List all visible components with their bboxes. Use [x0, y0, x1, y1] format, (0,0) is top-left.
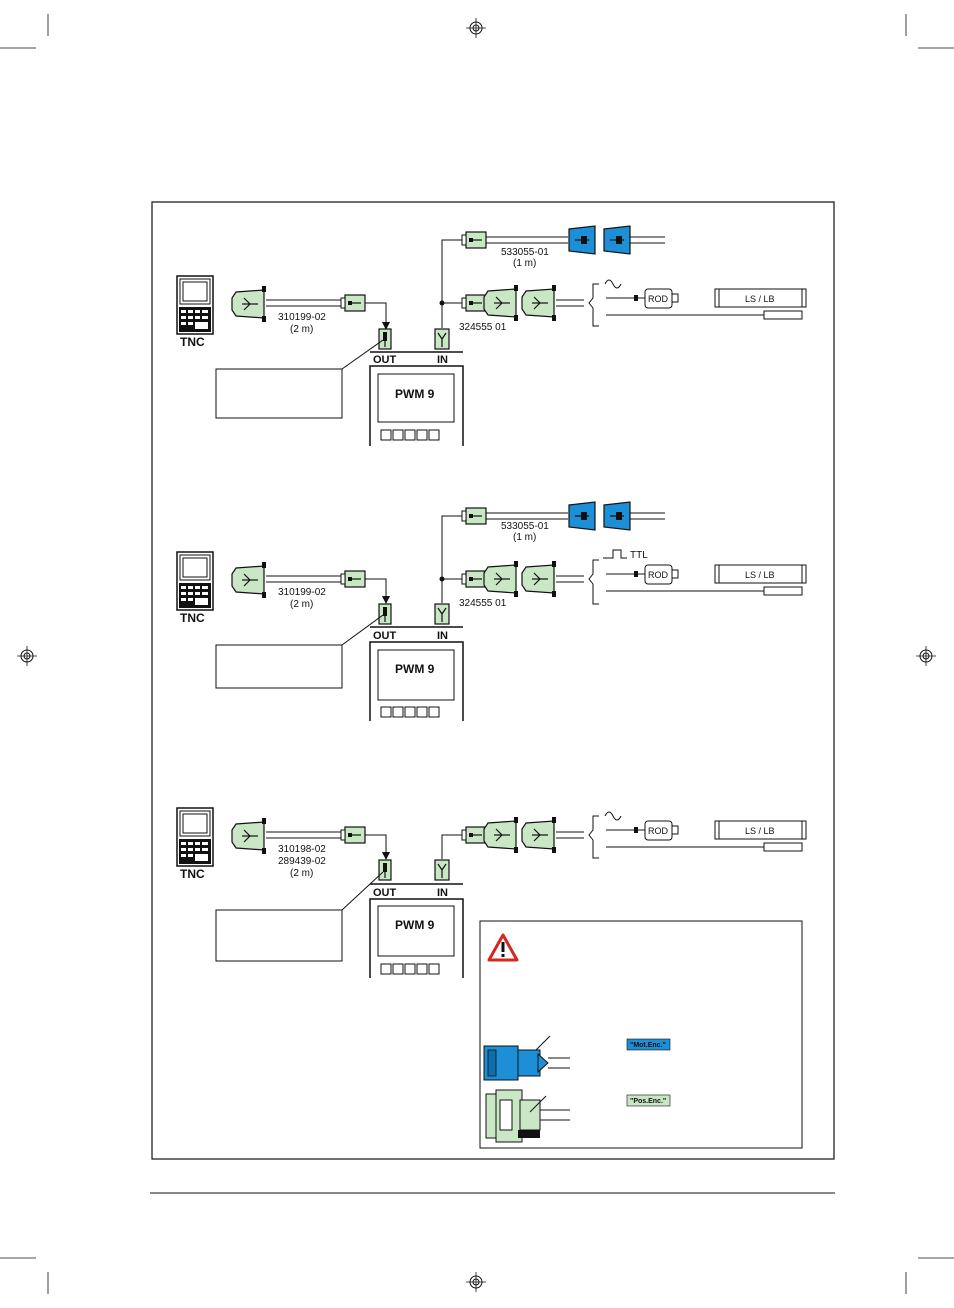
- top-cable-part: 533055-01: [501, 247, 549, 258]
- registration-mark-icon: [465, 17, 487, 39]
- section-3: TNC 310198-02 289439-02 (2 m) OUT IN PWM…: [176, 807, 807, 978]
- in-label: IN: [437, 630, 448, 642]
- registration-mark-icon: [16, 645, 38, 667]
- out-label: OUT: [373, 630, 397, 642]
- pwm-device-name: PWM 9: [395, 387, 435, 401]
- ttl-square-wave-icon: [603, 549, 627, 559]
- ls-lb-encoder-label: LS / LB: [745, 294, 775, 304]
- in-label: IN: [437, 354, 448, 366]
- in-port: [434, 328, 450, 350]
- rod-encoder-label: ROD: [648, 570, 669, 580]
- top-cable-connector: [461, 507, 487, 525]
- registration-mark-icon: [465, 1271, 487, 1293]
- tnc-label: TNC: [180, 335, 205, 349]
- tnc-control-icon: [176, 275, 214, 335]
- tnc-cable-length: (2 m): [290, 599, 313, 610]
- in-cable-dsub: [521, 816, 557, 854]
- out-port: [378, 328, 392, 350]
- in-cable-part: 324555 01: [459, 322, 507, 333]
- blue-connector: [568, 225, 596, 255]
- position-encoder-connector-illustration: [485, 1089, 570, 1143]
- rod-encoder-label: ROD: [648, 826, 669, 836]
- tnc-cable-end-connector: [340, 826, 366, 844]
- out-port: [378, 859, 392, 881]
- tnc-cable-part-alt: 289439-02: [278, 856, 326, 867]
- out-label: OUT: [373, 354, 397, 366]
- in-label: IN: [437, 887, 448, 899]
- tnc-cable-part: 310198-02: [278, 844, 326, 855]
- in-port: [434, 603, 450, 625]
- warning-triangle-icon: [487, 933, 519, 962]
- registration-mark-icon: [915, 645, 937, 667]
- in-cable-dsub: [521, 284, 557, 322]
- tnc-cable-end-connector: [340, 294, 366, 312]
- tnc-label: TNC: [180, 611, 205, 625]
- tnc-cable-connector: [231, 817, 267, 855]
- pwm-device-name: PWM 9: [395, 662, 435, 676]
- callout-box: [215, 644, 343, 689]
- section-1: TNC 310199-02 (2 m) OUT IN PWM 9 5: [176, 225, 807, 446]
- ls-lb-encoder-label: LS / LB: [745, 826, 775, 836]
- blue-connector: [603, 225, 631, 255]
- warning-box: "Mot.Enc." "Pos.Enc.": [479, 920, 803, 1149]
- tnc-cable-end-connector: [340, 570, 366, 588]
- blue-connector: [603, 501, 631, 531]
- signal-type-label: TTL: [630, 550, 648, 561]
- top-cable-length: (1 m): [513, 532, 536, 543]
- in-cable-connector: [461, 826, 487, 844]
- ls-lb-encoder-label: LS / LB: [745, 570, 775, 580]
- tnc-cable-length: (2 m): [290, 324, 313, 335]
- tnc-cable-connector: [231, 561, 267, 599]
- tnc-control-icon: [176, 551, 214, 611]
- top-cable-length: (1 m): [513, 258, 536, 269]
- out-port: [378, 603, 392, 625]
- callout-box: [215, 909, 343, 962]
- tnc-cable-part: 310199-02: [278, 587, 326, 598]
- diagram-frame: [151, 201, 835, 1160]
- tnc-cable-part: 310199-02: [278, 312, 326, 323]
- in-cable-part: 324555 01: [459, 598, 507, 609]
- in-cable-dsub: [483, 816, 519, 854]
- blue-connector: [568, 501, 596, 531]
- top-cable-connector: [461, 231, 487, 249]
- tnc-cable-length: (2 m): [290, 868, 313, 879]
- out-label: OUT: [373, 887, 397, 899]
- crop-marks: [0, 14, 954, 1294]
- mot-enc-tag: "Mot.Enc.": [630, 1042, 666, 1049]
- in-cable-dsub: [483, 560, 519, 598]
- pwm-device-name: PWM 9: [395, 918, 435, 932]
- in-port: [434, 859, 450, 881]
- rod-encoder-label: ROD: [648, 294, 669, 304]
- in-cable-connector: [461, 294, 487, 312]
- sine-wave-icon: [604, 811, 622, 821]
- top-cable-part: 533055-01: [501, 521, 549, 532]
- callout-box: [215, 368, 343, 419]
- tnc-cable-connector: [231, 285, 267, 323]
- tnc-label: TNC: [180, 867, 205, 881]
- sine-wave-icon: [604, 279, 622, 289]
- section-2: TNC 310199-02 (2 m) OUT IN PWM 9 533055-…: [176, 501, 807, 721]
- in-cable-connector: [461, 570, 487, 588]
- tnc-control-icon: [176, 807, 214, 867]
- in-cable-dsub: [483, 284, 519, 322]
- pos-enc-tag: "Pos.Enc.": [630, 1098, 666, 1105]
- in-cable-dsub: [521, 560, 557, 598]
- motor-encoder-connector-illustration: [483, 1035, 570, 1081]
